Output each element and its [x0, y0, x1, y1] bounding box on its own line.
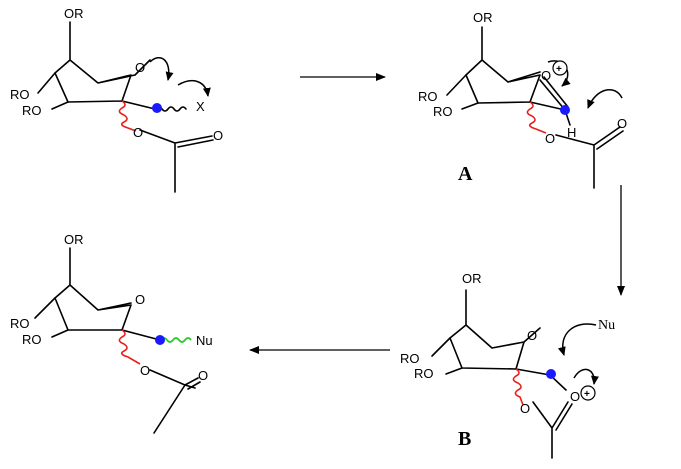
- ro-label: RO: [10, 87, 30, 102]
- or-label: OR: [462, 271, 482, 286]
- carbonyl-oxygen-label: O: [617, 116, 627, 131]
- or-label: OR: [64, 232, 84, 247]
- carbonyl-oxygen-label: O: [570, 389, 580, 404]
- anomeric-carbon: [155, 335, 165, 345]
- acyloxonium-intermediate: + OR RO RO O Nu O O B: [400, 271, 615, 459]
- carbonyl-oxygen-label: O: [213, 128, 223, 143]
- nucleophile-wavy-bond: [160, 337, 192, 343]
- ro-label: RO: [400, 351, 420, 366]
- c2-wavy-bond: [118, 100, 137, 132]
- nucleophile-label: Nu: [598, 318, 615, 333]
- anomeric-carbon: [560, 105, 570, 115]
- glycoside-product: OR RO RO O Nu O O: [10, 232, 213, 434]
- ring-oxygen-label: O: [527, 328, 537, 343]
- hydrogen-label: H: [567, 125, 576, 140]
- ester-oxygen-label: O: [133, 125, 143, 140]
- ro-label: RO: [22, 103, 42, 118]
- c2-wavy-bond: [118, 329, 141, 365]
- ro-label: RO: [418, 89, 438, 104]
- ring-oxygen-label: O: [135, 292, 145, 307]
- glycosyl-donor: OR RO RO O X O O: [10, 6, 223, 193]
- ro-label: RO: [414, 366, 434, 381]
- anomeric-carbon: [546, 369, 556, 379]
- positive-charge: +: [584, 389, 590, 400]
- c2-wavy-bond: [512, 368, 524, 406]
- positive-charge: +: [556, 64, 562, 75]
- ro-label: RO: [22, 332, 42, 347]
- intermediate-b-label: B: [458, 428, 471, 450]
- ro-label: RO: [10, 316, 30, 331]
- ring-oxygen-label: O: [541, 68, 551, 83]
- nucleophile-label: Nu: [196, 333, 213, 348]
- leaving-group-label: X: [196, 99, 205, 114]
- c2-wavy-bond: [526, 101, 547, 134]
- anomeric-carbon: [152, 103, 162, 113]
- or-label: OR: [64, 6, 84, 21]
- ester-oxygen-label: O: [545, 131, 555, 146]
- or-label: OR: [473, 10, 493, 25]
- ester-oxygen-label: O: [140, 363, 150, 378]
- carbonyl-oxygen-label: O: [198, 368, 208, 383]
- intermediate-a-label: A: [458, 163, 473, 185]
- ro-label: RO: [433, 104, 453, 119]
- ester-oxygen-label: O: [520, 401, 530, 416]
- oxocarbenium-intermediate: + OR RO RO O H O O A: [418, 10, 627, 189]
- ring-oxygen-label: O: [135, 60, 145, 75]
